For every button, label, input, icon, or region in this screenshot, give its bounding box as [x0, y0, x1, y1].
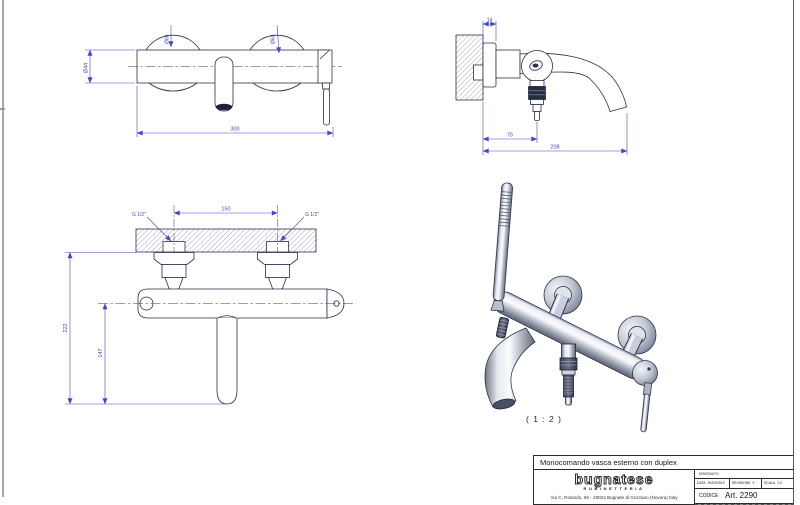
scale-label: SCALA: [764, 481, 776, 486]
diverter-iso: [559, 343, 578, 406]
scale-value: 1:2: [777, 481, 782, 486]
title-block-fields: DISEGNATO DATA 29/03/2019 REVISIONE 0 SC…: [695, 470, 793, 505]
date-cell: DATA 29/03/2019: [695, 479, 730, 488]
spout-outlet-iso: [492, 398, 516, 410]
mixer-body-rear: [137, 288, 328, 319]
dim-rosette-left: Ø60: [165, 34, 171, 44]
title-block: Monocomando vasca esterno con duplex bug…: [533, 455, 793, 505]
rosette-left-arc: [145, 34, 201, 51]
hose-nipple-iso: [495, 316, 509, 339]
code-value: Art. 2290: [725, 491, 758, 501]
wall-recess: [473, 64, 484, 81]
sheet-right-border: [792, 0, 794, 505]
spout-front: [214, 56, 234, 112]
revision-label: REVISIONE: [732, 481, 751, 486]
sheet-left-border: [2, 0, 4, 497]
code-cell: CODICE Art. 2290: [695, 489, 793, 505]
cartridge-cap: [317, 49, 333, 84]
revision-value: 0: [752, 481, 755, 486]
scale-note: ( 1 : 2 ): [526, 414, 562, 424]
sheet-fold-mark: [0, 108, 5, 110]
code-label: CODICE: [699, 492, 719, 499]
dim-length: 300: [230, 127, 239, 133]
drawing-title: Monocomando vasca esterno con duplex: [534, 456, 793, 470]
brand-logo-subtext: RUBINETTERIA: [583, 486, 645, 491]
lever-handle-iso: [640, 382, 653, 433]
spout-outlet: [215, 103, 233, 111]
dim-body-diameter: Ø44: [84, 63, 90, 73]
brand-cell: bugnatese RUBINETTERIA Via C. Rolando, 9…: [534, 470, 695, 505]
dim-thread-left: G 1/2": [132, 212, 146, 218]
tub-spout-iso: [484, 327, 536, 408]
side-view-drawing: 14 75 208: [455, 18, 628, 155]
union-nut-right: [257, 252, 298, 265]
diverter-knurl: [528, 86, 546, 100]
lever-handle-front: [323, 88, 330, 126]
dim-spout-height: 147: [98, 348, 104, 357]
drawn-label: DISEGNATO: [695, 470, 793, 479]
dim-total-height: 222: [63, 323, 69, 332]
date-label: DATA: [697, 481, 706, 486]
isometric-view: [484, 182, 658, 433]
date-value: 29/03/2019: [707, 481, 725, 486]
dim-spout-reach: 208: [550, 145, 559, 151]
rosette-hubs: [547, 293, 644, 362]
dim-diverter-offset: 75: [507, 133, 513, 139]
dim-interaxis: 150: [221, 207, 230, 213]
hand-shower-wand: [490, 182, 514, 312]
brand-address: Via C. Rolando, 93 - 28024 Bugnate di Go…: [550, 495, 678, 500]
front-view-drawing: Ø44 300 Ø60 Ø60: [84, 24, 342, 137]
revision-cell: REVISIONE 0: [730, 479, 762, 488]
mixer-body-side: [495, 49, 521, 79]
spout-down: [216, 318, 238, 405]
dim-thread-right: G 1/2": [305, 212, 319, 218]
wall-flange: [482, 42, 497, 88]
dim-wall-thickness: 14: [487, 18, 493, 24]
hose-nipple: [534, 111, 540, 121]
lever-cap-iso: [632, 360, 658, 386]
scale-cell: SCALA 1:2: [762, 479, 793, 488]
brand-logo: bugnatese: [574, 471, 654, 487]
dim-rosette-right: Ø60: [271, 34, 277, 44]
union-nut-left: [153, 252, 195, 265]
rosette-right-arc: [249, 34, 305, 51]
rear-view-drawing: 150 G 1/2" G 1/2" 222 147: [63, 205, 356, 405]
